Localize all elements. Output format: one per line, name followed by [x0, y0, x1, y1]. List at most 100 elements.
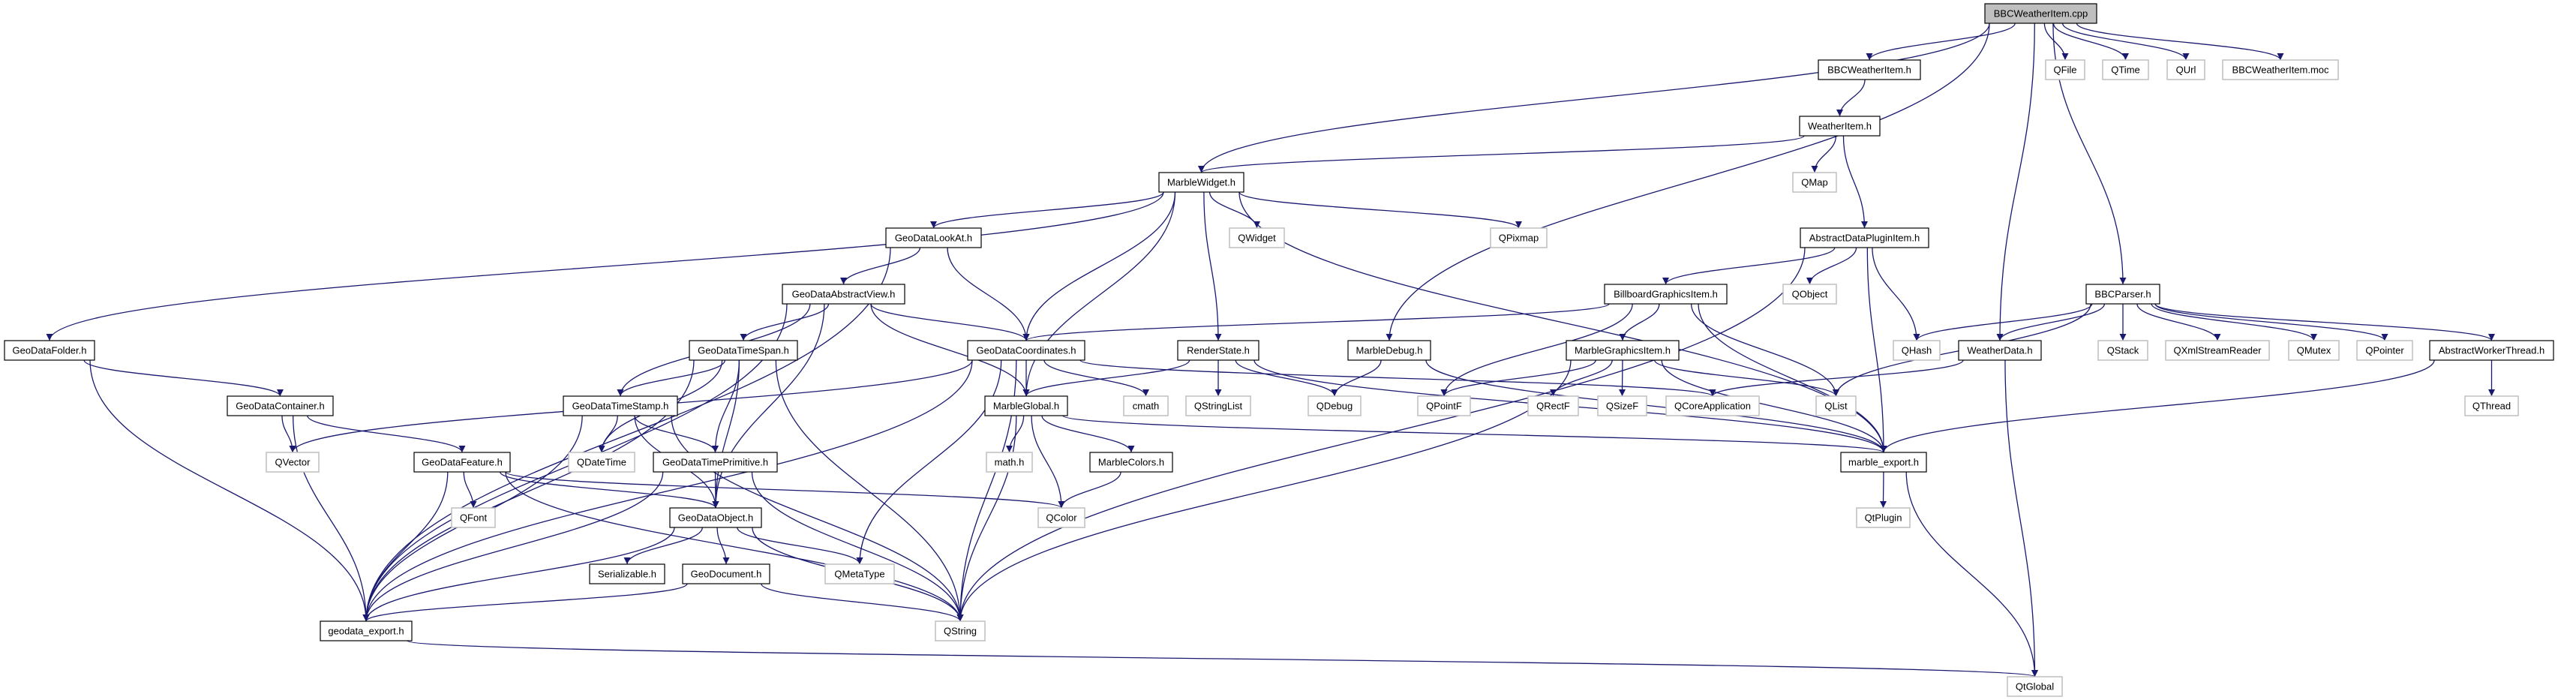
node-box [1177, 340, 1259, 361]
node-box [782, 284, 905, 305]
node-box [320, 620, 413, 641]
node-bbcweatheritem-h[interactable]: BBCWeatherItem.h [1818, 59, 1921, 80]
node-label: QXmlStreamReader [2173, 345, 2262, 356]
node-geodataabstractview-h[interactable]: GeoDataAbstractView.h [782, 284, 905, 305]
edge-bbcparser-h-to-qpointer [2154, 303, 2388, 341]
edge-weatheritem-h-to-abstractdatapluginitem-h [1842, 135, 1868, 229]
node-label: GeoDataAbstractView.h [792, 289, 896, 300]
node-marble-export-h[interactable]: marble_export.h [1840, 452, 1927, 473]
node-geodatatimeprimitive-h[interactable]: GeoDataTimePrimitive.h [653, 452, 778, 473]
edge-abstractdatapluginitem-h-to-qhash [1872, 247, 1920, 341]
edge-geodatafeature-h-to-geodata-export-h [362, 471, 449, 622]
node-bbcweatheritem-cpp[interactable]: BBCWeatherItem.cpp [1984, 3, 2097, 24]
node-qhash: QHash [1893, 340, 1941, 361]
node-renderstate-h[interactable]: RenderState.h [1177, 340, 1259, 361]
node-geodataobject-h[interactable]: GeoDataObject.h [669, 507, 762, 528]
node-box [2288, 340, 2340, 361]
node-box [1597, 395, 1647, 416]
node-marbleglobal-h[interactable]: MarbleGlobal.h [984, 395, 1068, 416]
edge-marblegraphicsitem-h-to-qpointf [1440, 359, 1596, 397]
node-qmap: QMap [1792, 172, 1837, 193]
node-weatherdata-h[interactable]: WeatherData.h [1958, 340, 2042, 361]
node-bbcparser-h[interactable]: BBCParser.h [2085, 284, 2160, 305]
node-qurl: QUrl [2166, 59, 2205, 80]
node-weatheritem-h[interactable]: WeatherItem.h [1799, 116, 1881, 137]
node-geodocument-h[interactable]: GeoDocument.h [682, 563, 770, 584]
edge-billboardgraphicsitem-h-to-qlist [1690, 303, 1839, 397]
node-box [2165, 340, 2270, 361]
edge-geodatafolder-h-to-geodata-export-h [89, 359, 370, 622]
edge-geodatacontainer-h-to-qvector [281, 415, 296, 453]
node-abstractdatapluginitem-h[interactable]: AbstractDataPluginItem.h [1800, 227, 1929, 248]
node-box [1037, 507, 1085, 528]
node-box [1893, 340, 1941, 361]
node-qcoreapplication: QCoreApplication [1665, 395, 1760, 416]
node-box [1123, 395, 1169, 416]
node-qtglobal: QtGlobal [2007, 676, 2063, 697]
edge-bbcparser-h-to-abstractworkerthread-h [2154, 303, 2495, 341]
edge-geodatafeature-h-to-qcolor [505, 471, 1065, 509]
node-box [2102, 59, 2149, 80]
node-label: WeatherData.h [1967, 345, 2032, 356]
node-box [2222, 59, 2339, 80]
node-geodatacontainer-h[interactable]: GeoDataContainer.h [227, 395, 334, 416]
node-geodatatimestamp-h[interactable]: GeoDataTimeStamp.h [563, 395, 678, 416]
node-label: QList [1824, 401, 1848, 412]
node-box [1308, 395, 1362, 416]
node-box [682, 563, 770, 584]
node-serializable-h[interactable]: Serializable.h [589, 563, 665, 584]
edge-marblegraphicsitem-h-to-qrectf [1550, 359, 1613, 397]
node-geodata-export-h[interactable]: geodata_export.h [320, 620, 413, 641]
edge-geodatacontainer-h-to-geodatafeature-h [307, 415, 466, 453]
edge-geodata-export-h-to-qtglobal [407, 640, 2038, 677]
edge-marblewidget-h-to-geodatacoordinates-h [1022, 191, 1176, 341]
node-box [568, 452, 635, 473]
node-math-h: math.h [986, 452, 1033, 473]
edge-marbleglobal-h-to-marblecolors-h [1041, 415, 1135, 453]
node-label: GeoDataContainer.h [236, 401, 325, 412]
node-geodatatimespan-h[interactable]: GeoDataTimeSpan.h [689, 340, 798, 361]
node-qtplugin: QtPlugin [1856, 507, 1911, 528]
node-box [2429, 340, 2554, 361]
node-marblecolors-h[interactable]: MarbleColors.h [1089, 452, 1173, 473]
node-box [413, 452, 511, 473]
edge-geodatalookat-h-to-geodatacoordinates-h [947, 247, 1030, 341]
edge-bbcparser-h-to-weatherdata-h [1996, 303, 2106, 341]
node-box [1800, 227, 1929, 248]
edge-bbcweatheritem-cpp-to-qfile [2043, 23, 2069, 61]
node-box [1799, 116, 1881, 137]
edge-weatherdata-h-to-qtglobal [2004, 359, 2038, 677]
node-geodatacoordinates-h[interactable]: GeoDataCoordinates.h [967, 340, 1085, 361]
edge-marblewidget-h-to-qpixmap [1238, 191, 1522, 229]
edge-marblewidget-h-to-marbleglobal-h [1022, 191, 1176, 397]
node-marblewidget-h[interactable]: MarbleWidget.h [1158, 172, 1244, 193]
node-box [1158, 172, 1244, 193]
node-billboardgraphicsitem-h[interactable]: BillboardGraphicsItem.h [1604, 284, 1728, 305]
edge-geodataobject-h-to-serializable-h [623, 527, 703, 565]
node-box [2097, 340, 2148, 361]
edge-geodocument-h-to-geodata-export-h [362, 583, 688, 622]
node-label: MarbleWidget.h [1167, 177, 1235, 188]
node-label: GeoDataObject.h [678, 512, 753, 524]
node-qfont: QFont [451, 507, 496, 528]
edge-billboardgraphicsitem-h-to-marble-export-h [1698, 303, 1887, 453]
node-marbledebug-h[interactable]: MarbleDebug.h [1347, 340, 1431, 361]
edge-bbcweatheritem-cpp-to-qtime [2052, 23, 2129, 61]
edge-marbleglobal-h-to-marble-export-h [1062, 415, 1887, 453]
node-abstractworkerthread-h[interactable]: AbstractWorkerThread.h [2429, 340, 2554, 361]
edge-geodataabstractview-h-to-geodataobject-h [712, 303, 825, 509]
node-box [2045, 59, 2085, 80]
edge-geodatacoordinates-h-to-geodata-export-h [362, 359, 973, 622]
node-geodatalookat-h[interactable]: GeoDataLookAt.h [885, 227, 982, 248]
edge-geodatafolder-h-to-geodatacontainer-h [83, 359, 284, 397]
node-geodatafeature-h[interactable]: GeoDataFeature.h [413, 452, 511, 473]
edge-geodatalookat-h-to-geodata-export-h [362, 247, 891, 622]
node-label: QFile [2053, 65, 2076, 76]
node-geodatafolder-h[interactable]: GeoDataFolder.h [4, 340, 95, 361]
edge-geodocument-h-to-qstring [761, 583, 964, 622]
node-marblegraphicsitem-h[interactable]: MarbleGraphicsItem.h [1566, 340, 1680, 361]
node-label: GeoDataTimePrimitive.h [662, 457, 768, 468]
node-cmath: cmath [1123, 395, 1169, 416]
edge-geodatafeature-h-to-qstring [505, 471, 964, 622]
